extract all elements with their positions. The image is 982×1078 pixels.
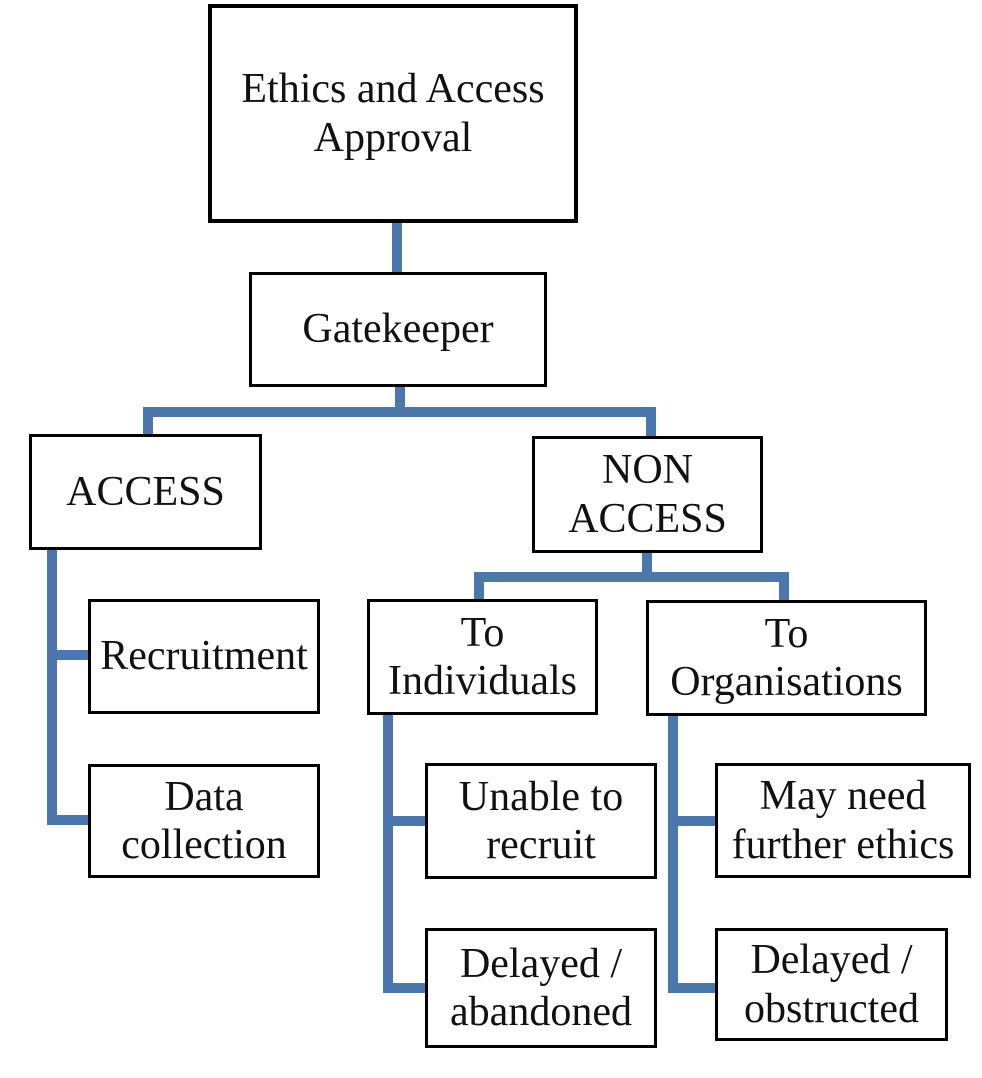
connector-ethics-to-gatekeeper	[392, 221, 402, 274]
node-delayed-obstructed: Delayed / obstructed	[715, 928, 948, 1041]
connector-drop-non-access	[646, 407, 656, 438]
node-unable-to-recruit: Unable to recruit	[425, 763, 657, 879]
node-access: ACCESS	[29, 434, 262, 550]
connector-main-horizontal	[143, 407, 656, 417]
connector-stub-unable-to-recruit	[383, 816, 429, 826]
node-gatekeeper: Gatekeeper	[249, 272, 547, 387]
node-ethics-and-access-approval: Ethics and Access Approval	[208, 4, 578, 223]
node-data-collection: Data collection	[88, 764, 320, 878]
node-recruitment: Recruitment	[88, 599, 320, 714]
connector-access-vertical	[47, 549, 57, 825]
connector-organisations-vertical	[668, 715, 678, 993]
node-may-need-further-ethics: May need further ethics	[715, 763, 971, 878]
node-to-organisations: To Organisations	[646, 600, 927, 716]
connector-individuals-vertical	[383, 714, 393, 993]
connector-non-access-stub	[642, 552, 652, 578]
connector-non-access-horizontal	[474, 572, 789, 582]
connector-stub-delayed-abandoned	[383, 983, 429, 993]
node-non-access: NON ACCESS	[532, 436, 763, 553]
connector-drop-to-individuals	[474, 572, 484, 601]
connector-gatekeeper-stub	[395, 385, 405, 411]
connector-stub-delayed-obstructed	[668, 983, 719, 993]
node-delayed-abandoned: Delayed / abandoned	[425, 928, 657, 1048]
connector-drop-access	[143, 407, 153, 436]
connector-drop-to-organisations	[779, 572, 789, 602]
connector-stub-recruitment	[47, 650, 92, 660]
connector-stub-data-collection	[47, 815, 92, 825]
node-to-individuals: To Individuals	[367, 599, 598, 715]
connector-stub-may-need-ethics	[668, 816, 719, 826]
